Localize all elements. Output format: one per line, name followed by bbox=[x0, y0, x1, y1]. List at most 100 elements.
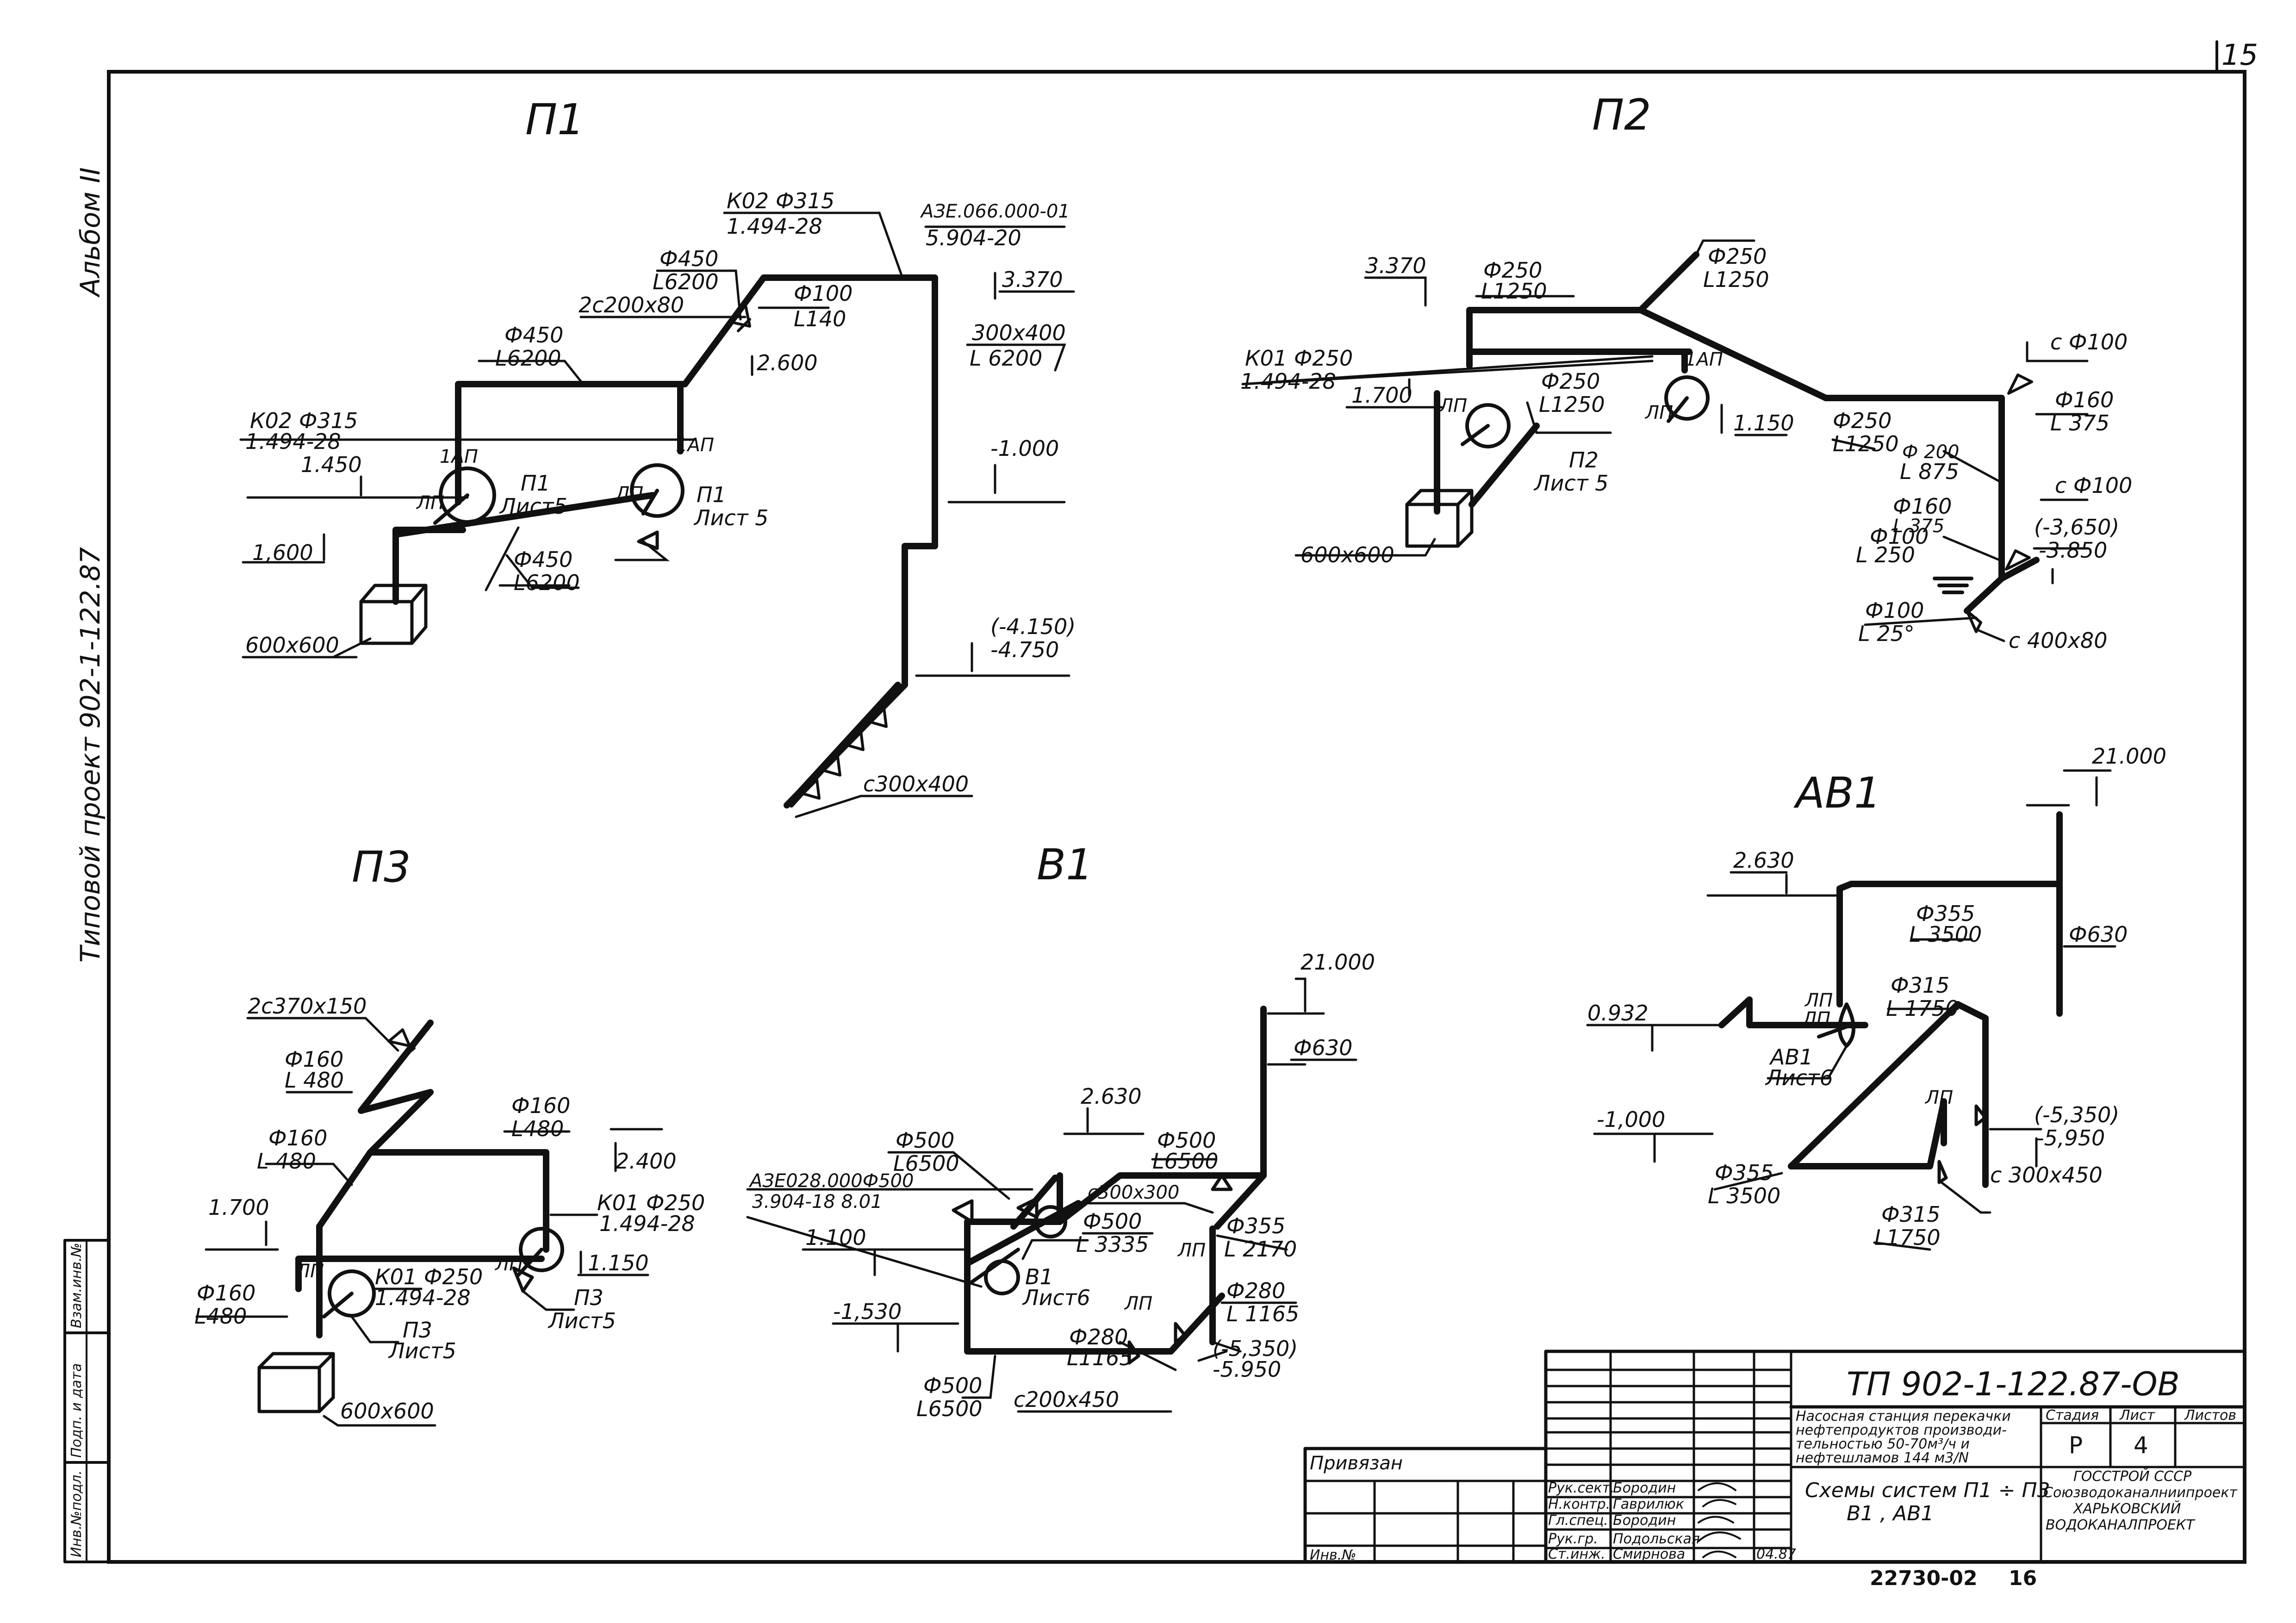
svg-text:-5,950: -5,950 bbox=[2036, 1126, 2105, 1150]
svg-text:Стадия: Стадия bbox=[2046, 1407, 2099, 1424]
svg-text:600х600: 600х600 bbox=[340, 1399, 434, 1424]
svg-text:L6200: L6200 bbox=[495, 346, 561, 371]
svg-text:1АП: 1АП bbox=[1685, 349, 1723, 370]
svg-text:1.700: 1.700 bbox=[1351, 383, 1412, 408]
svg-text:Ф450: Ф450 bbox=[514, 547, 572, 572]
system-p2: П2 bbox=[1240, 90, 2132, 653]
svg-text:Ф160: Ф160 bbox=[2055, 387, 2114, 412]
bound-label: Привязан bbox=[1310, 1453, 1403, 1474]
svg-text:тельностью 50-70м³/ч и: тельностью 50-70м³/ч и bbox=[1796, 1436, 1970, 1452]
sheet-value: 4 bbox=[2134, 1432, 2148, 1459]
side-stamp: Инв.№подл. Подп. и дата Взам.инв.№ bbox=[63, 1239, 110, 1563]
ab1-title: АВ1 bbox=[1793, 768, 1881, 818]
svg-text:5.904-20: 5.904-20 bbox=[926, 225, 1021, 250]
svg-text:L 875: L 875 bbox=[1900, 459, 1959, 484]
svg-text:Листов: Листов bbox=[2184, 1407, 2236, 1424]
roles: Рук.сект. Бородин Н.контр. Гаврилюк Гл.с… bbox=[1548, 1480, 1796, 1562]
system-p1: П1 bbox=[239, 95, 1076, 818]
svg-text:L 375: L 375 bbox=[2050, 410, 2109, 435]
svg-text:L480: L480 bbox=[194, 1304, 247, 1329]
svg-text:ЛП: ЛП bbox=[1804, 990, 1833, 1011]
svg-text:К01 Ф250: К01 Ф250 bbox=[1245, 346, 1353, 371]
svg-text:1.494-28: 1.494-28 bbox=[375, 1285, 471, 1310]
svg-text:Лист5: Лист5 bbox=[548, 1308, 616, 1333]
svg-text:Лист 5: Лист 5 bbox=[1533, 471, 1608, 496]
svg-text:3.370: 3.370 bbox=[1365, 253, 1426, 278]
svg-text:Ф160: Ф160 bbox=[285, 1047, 343, 1072]
svg-text:L 480: L 480 bbox=[285, 1068, 344, 1093]
svg-text:Ст.инж.: Ст.инж. bbox=[1548, 1546, 1605, 1562]
svg-text:АЗЕ028.000Ф500: АЗЕ028.000Ф500 bbox=[748, 1170, 914, 1192]
svg-text:L6500: L6500 bbox=[1152, 1149, 1219, 1174]
svg-text:Смирнова: Смирнова bbox=[1613, 1546, 1685, 1562]
project-label: Типовой проект 902-1-122.87 bbox=[75, 547, 106, 963]
svg-text:-1,000: -1,000 bbox=[1597, 1107, 1665, 1132]
svg-text:нефтепродуктов производи-: нефтепродуктов производи- bbox=[1796, 1422, 2007, 1438]
svg-text:2с200х80: 2с200х80 bbox=[579, 292, 684, 317]
svg-text:Ф160: Ф160 bbox=[511, 1093, 570, 1118]
svg-text:Лист5: Лист5 bbox=[388, 1338, 456, 1363]
svg-text:АВ1: АВ1 bbox=[1769, 1045, 1813, 1070]
svg-text:ЛП: ЛП bbox=[1438, 395, 1467, 417]
svg-text:Ф160: Ф160 bbox=[268, 1126, 327, 1150]
svg-text:L 2170: L 2170 bbox=[1224, 1237, 1297, 1262]
svg-text:(-5,350): (-5,350) bbox=[2034, 1102, 2119, 1127]
side-text: Альбом II Типовой проект 902-1-122.87 bbox=[75, 167, 106, 963]
svg-text:Ф315: Ф315 bbox=[1881, 1202, 1940, 1227]
svg-text:L1750: L1750 bbox=[1874, 1225, 1941, 1250]
svg-text:L 25°: L 25° bbox=[1858, 621, 1915, 646]
svg-text:1.494-28: 1.494-28 bbox=[599, 1211, 695, 1236]
svg-text:L6500: L6500 bbox=[893, 1151, 959, 1176]
svg-text:с 400х80: с 400х80 bbox=[2009, 628, 2107, 653]
svg-text:21.000: 21.000 bbox=[2092, 744, 2166, 769]
svg-text:1.700: 1.700 bbox=[208, 1195, 269, 1220]
svg-text:L 3500: L 3500 bbox=[1708, 1183, 1780, 1208]
svg-text:3.904-18 8.01: 3.904-18 8.01 bbox=[752, 1191, 883, 1213]
svg-text:Н.контр.: Н.контр. bbox=[1548, 1496, 1610, 1512]
svg-text:с300х400: с300х400 bbox=[863, 771, 969, 796]
svg-text:(-3,650): (-3,650) bbox=[2034, 515, 2119, 540]
svg-text:2.630: 2.630 bbox=[1081, 1084, 1142, 1109]
svg-text:1.494-28: 1.494-28 bbox=[727, 214, 822, 239]
svg-text:Ф250: Ф250 bbox=[1833, 408, 1892, 433]
svg-text:L6200: L6200 bbox=[653, 269, 719, 294]
svg-text:L 1750: L 1750 bbox=[1886, 996, 1959, 1021]
svg-text:ЛП: ЛП bbox=[494, 1254, 523, 1275]
svg-text:ЛП: ЛП bbox=[1177, 1240, 1206, 1261]
svg-text:0.932: 0.932 bbox=[1587, 1001, 1649, 1026]
svg-text:L1250: L1250 bbox=[1481, 279, 1547, 304]
svg-text:Ф450: Ф450 bbox=[660, 246, 718, 271]
svg-text:3.370: 3.370 bbox=[1002, 267, 1063, 292]
svg-text:АЗЕ.066.000-01: АЗЕ.066.000-01 bbox=[920, 201, 1070, 222]
svg-text:1.150: 1.150 bbox=[588, 1250, 649, 1275]
svg-text:К01 Ф250: К01 Ф250 bbox=[375, 1264, 483, 1289]
svg-text:Ф500: Ф500 bbox=[1157, 1128, 1216, 1153]
system-ab1: АВ1 21.000 2.630 Ф355 L 3500 bbox=[1586, 744, 2166, 1251]
signatures bbox=[1698, 1482, 1741, 1558]
svg-text:Схемы систем П1 ÷ П3: Схемы систем П1 ÷ П3 bbox=[1805, 1479, 2050, 1502]
svg-text:Ф100: Ф100 bbox=[794, 281, 852, 306]
album-label: Альбом II bbox=[75, 167, 106, 298]
svg-text:1АП: 1АП bbox=[440, 446, 478, 467]
svg-text:Ф500: Ф500 bbox=[896, 1128, 954, 1153]
svg-text:К02 Ф315: К02 Ф315 bbox=[727, 188, 834, 213]
system-p3: П3 2с370х150 Ф160 L 480 Ф160 L480 Ф1 bbox=[194, 842, 705, 1427]
svg-text:L1250: L1250 bbox=[1703, 267, 1769, 292]
svg-text:Гаврилюк: Гаврилюк bbox=[1613, 1496, 1684, 1512]
svg-text:L480: L480 bbox=[511, 1116, 564, 1141]
svg-text:Лист5: Лист5 bbox=[499, 494, 567, 519]
svg-text:П1: П1 bbox=[521, 471, 550, 496]
p2-title: П2 bbox=[1592, 90, 1651, 140]
svg-text:Союзводоканалниипроект: Союзводоканалниипроект bbox=[2043, 1485, 2238, 1501]
svg-text:1.450: 1.450 bbox=[301, 452, 362, 477]
svg-text:ВОДОКАНАЛПРОЕКТ: ВОДОКАНАЛПРОЕКТ bbox=[2046, 1517, 2196, 1533]
svg-text:L6200: L6200 bbox=[514, 570, 580, 595]
svg-text:с Ф100: с Ф100 bbox=[2050, 330, 2128, 354]
svg-text:-1,530: -1,530 bbox=[833, 1299, 902, 1324]
svg-text:Ф100: Ф100 bbox=[1865, 598, 1924, 623]
p1-title: П1 bbox=[525, 95, 585, 144]
svg-text:ЛП: ЛП bbox=[295, 1261, 324, 1282]
svg-text:Ф500: Ф500 bbox=[1083, 1209, 1142, 1234]
svg-text:Ф250: Ф250 bbox=[1708, 244, 1767, 269]
svg-text:L1250: L1250 bbox=[1833, 431, 1899, 456]
